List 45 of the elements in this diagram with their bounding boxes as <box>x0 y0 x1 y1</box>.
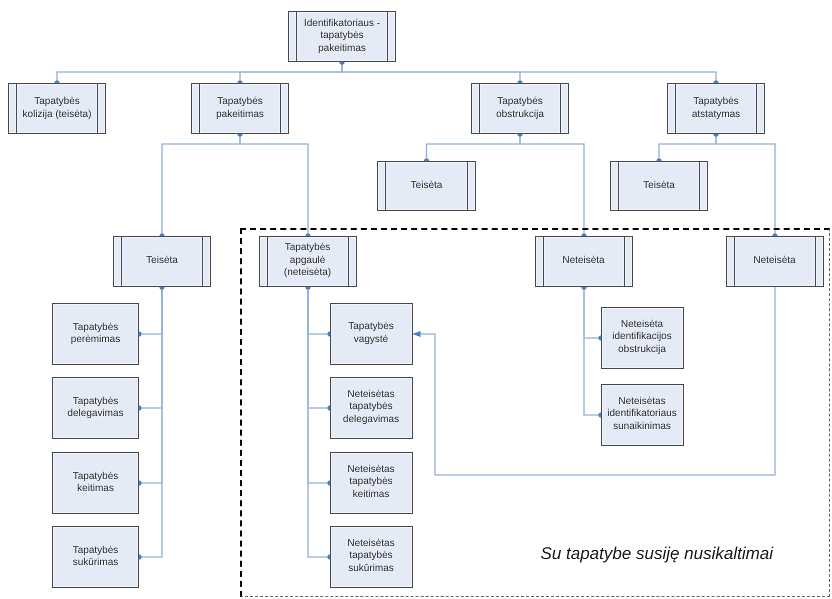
process-box <box>377 161 476 211</box>
box-label: Tapatybės obstrukcija <box>495 96 545 121</box>
process-box <box>113 236 211 287</box>
box-label: Neteisėta <box>753 254 796 268</box>
box-label: Neteisėta <box>562 254 605 268</box>
task-box <box>330 376 412 438</box>
task-box <box>600 306 684 368</box>
process-box <box>258 236 356 286</box>
box-label: Teisėta <box>146 255 178 268</box>
task-box <box>330 452 412 514</box>
dashed-region <box>240 228 830 597</box>
process-box <box>534 236 632 286</box>
box-label: Identifikatoriaus - tapatybės pakeitimas <box>302 18 382 56</box>
process-box <box>667 83 765 134</box>
task-box <box>330 302 412 364</box>
box-label: Tapatybės vagystė <box>347 321 395 346</box>
task-box <box>52 303 139 365</box>
box-label: Teisėta <box>643 180 675 192</box>
task-box <box>52 377 139 439</box>
box-label: Neteisėtas tapatybės sukūrimas <box>346 538 396 576</box>
process-box <box>726 236 824 286</box>
box-label: Tapatybės kolizija (teisėta) <box>22 96 92 121</box>
box-label: Tapatybės keitimas <box>72 470 120 496</box>
task-box <box>52 526 139 588</box>
box-label: Neteisėtas identifikatoriaus sunaikinimas <box>606 396 678 434</box>
box-label: Neteisėtas tapatybės keitimas <box>346 464 396 502</box>
process-box <box>471 83 569 134</box>
task-box <box>52 452 139 514</box>
box-label: Tapatybės sukūrimas <box>72 544 120 570</box>
box-label: Teisėta <box>410 180 442 192</box>
box-label: Tapatybės apgaulė (neteisėta) <box>282 242 332 280</box>
box-label: Neteisėtas tapatybės delegavimas <box>342 388 400 426</box>
region-caption: Su tapatybe susiję nusikaltimai <box>540 544 773 564</box>
box-label: Tapatybės atstatymas <box>690 96 742 121</box>
process-box <box>8 83 106 134</box>
task-box <box>600 384 684 446</box>
task-box <box>330 526 412 588</box>
box-label: Tapatybės delegavimas <box>66 396 125 420</box>
process-box <box>610 161 708 211</box>
process-box <box>288 11 396 62</box>
process-box <box>191 83 289 134</box>
box-label: Tapatybės perėmimas <box>70 322 122 346</box>
arrow <box>412 287 776 476</box>
box-label: Neteisėta identifikacijos obstrukcija <box>611 318 673 356</box>
box-label: Tapatybės pakeitimas <box>215 96 265 121</box>
